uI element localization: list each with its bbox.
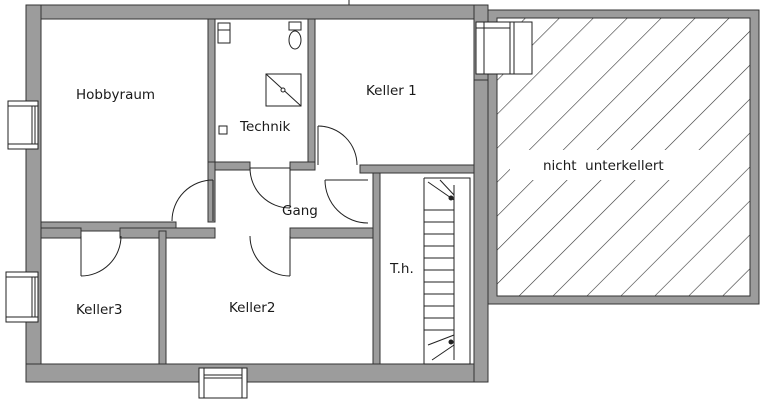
door-swing-icon: [80, 235, 122, 277]
window-left-lower: [5, 271, 39, 323]
window-icon: [198, 367, 248, 399]
room-label-treppenhaus: T.h.: [389, 261, 414, 277]
stair-icon: [423, 177, 471, 365]
room-label-nicht-unterkellert: nicht unterkellert: [543, 158, 664, 174]
door-swing-icon: [171, 179, 214, 222]
room-label-keller1: Keller 1: [366, 83, 417, 99]
window-top-right: [475, 21, 533, 75]
window-bottom: [198, 367, 248, 399]
room-label-keller2: Keller2: [229, 300, 275, 316]
interior-walls: [40, 18, 475, 365]
room-label-technik: Technik: [239, 119, 291, 135]
door-swing-icon: [324, 179, 369, 224]
meter-icon: [218, 125, 228, 135]
room-labels: Hobbyraum Technik Keller 1 Gang T.h. Kel…: [76, 83, 664, 318]
technik-fixtures: [217, 21, 302, 135]
unexcavated-area: [487, 9, 760, 305]
door-swing-icon: [249, 235, 291, 277]
room-label-keller3: Keller3: [76, 302, 122, 318]
door-swing-icon: [317, 125, 358, 166]
shower-icon: [265, 73, 302, 107]
window-left-upper: [7, 100, 39, 150]
room-label-gang: Gang: [282, 203, 318, 219]
door-swings: [80, 125, 369, 277]
room-label-hobbyraum: Hobbyraum: [76, 87, 155, 103]
window-icon: [475, 21, 533, 75]
window-icon: [7, 100, 39, 150]
door-swing-icon: [249, 167, 291, 209]
toilet-icon: [288, 21, 302, 50]
sink-icon: [217, 22, 231, 44]
window-icon: [5, 271, 39, 323]
